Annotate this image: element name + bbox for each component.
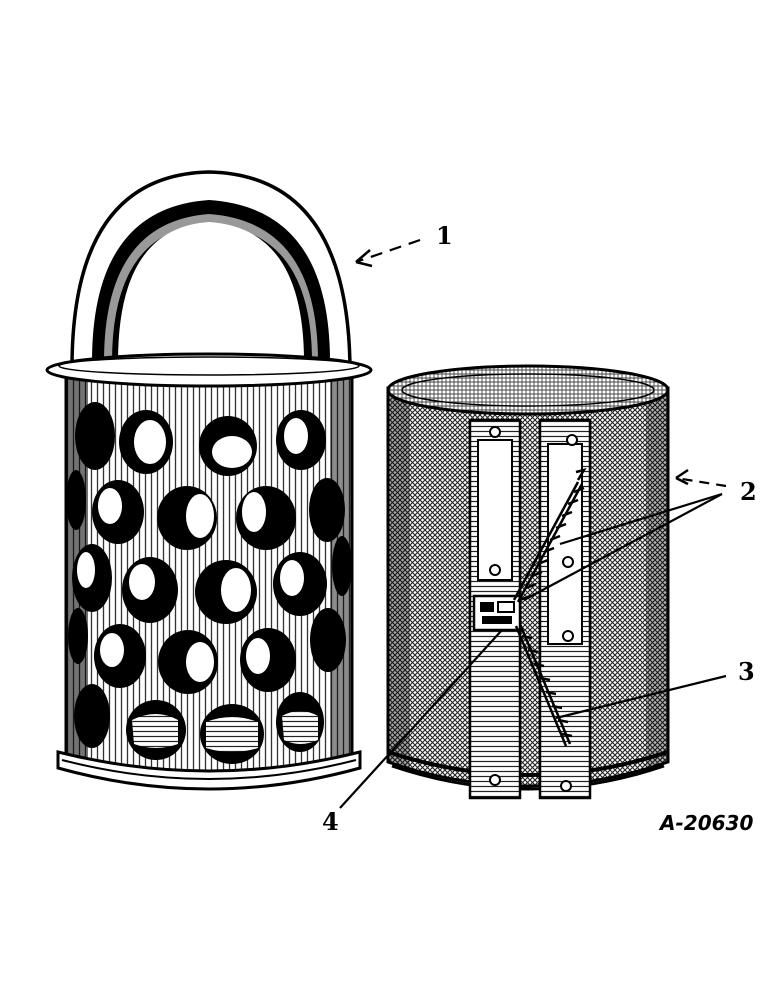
mesh-screen bbox=[386, 364, 670, 791]
latch bbox=[472, 594, 522, 632]
spring bbox=[512, 468, 587, 747]
dome-cap bbox=[45, 170, 373, 388]
callout-4: 4 bbox=[322, 807, 339, 836]
callout-1: 1 bbox=[436, 221, 453, 250]
perforated-shell bbox=[56, 370, 362, 791]
figure-reference: A-20630 bbox=[658, 811, 753, 835]
callout-3: 3 bbox=[738, 657, 755, 686]
callout-2: 2 bbox=[740, 477, 757, 506]
shell-holes bbox=[66, 402, 352, 764]
leader-lines bbox=[339, 238, 727, 809]
